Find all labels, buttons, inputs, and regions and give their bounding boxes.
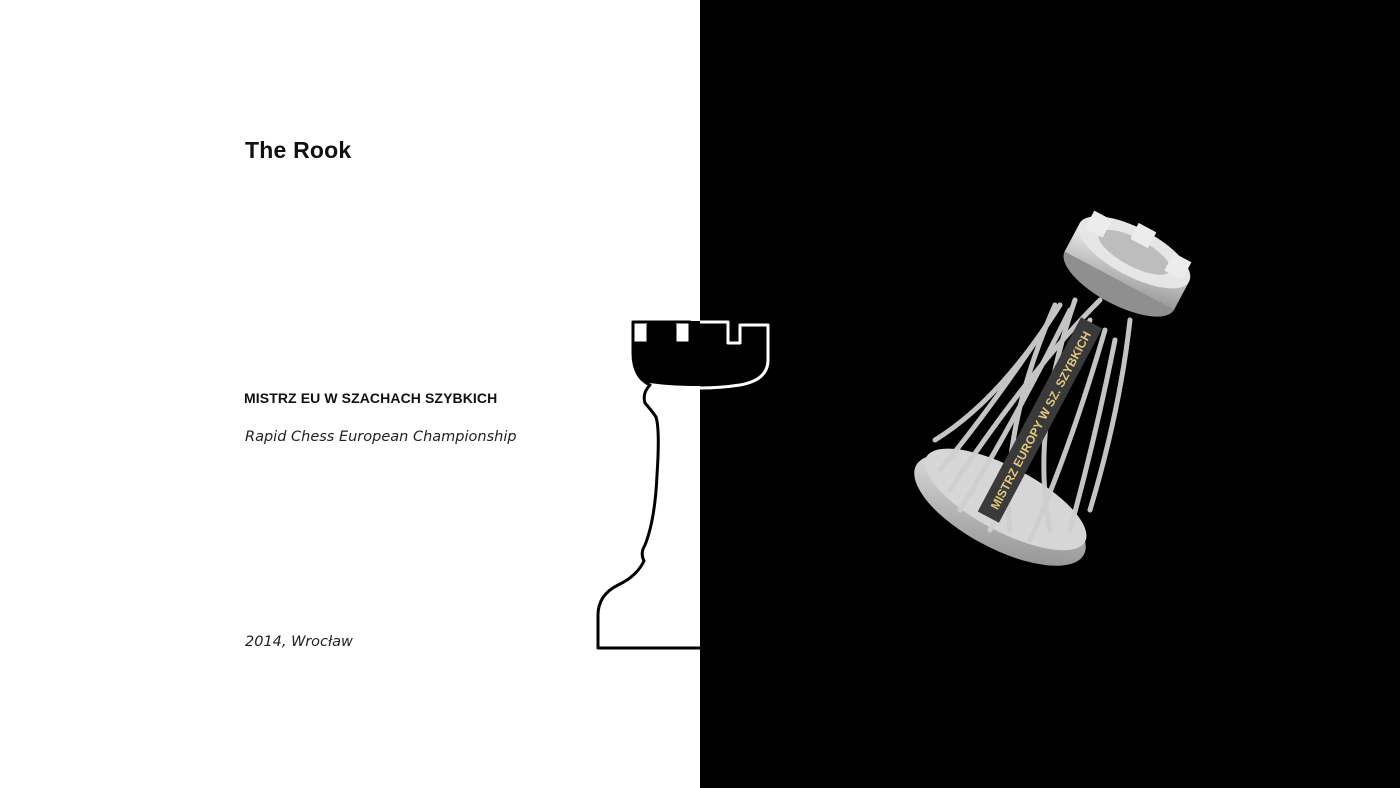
- page-title: The Rook: [245, 137, 352, 163]
- championship-title-english: Rapid Chess European Championship: [245, 429, 517, 445]
- championship-title-polish: MISTRZ EU W SZACHACH SZYBKICH: [244, 390, 498, 406]
- left-panel: [0, 0, 700, 788]
- rook-outline-icon: [596, 320, 770, 650]
- rook-trophy-image: MISTRZ EUROPY W SZ. SZYBKICH: [914, 210, 1192, 566]
- date-and-location: 2014, Wrocław: [245, 634, 353, 650]
